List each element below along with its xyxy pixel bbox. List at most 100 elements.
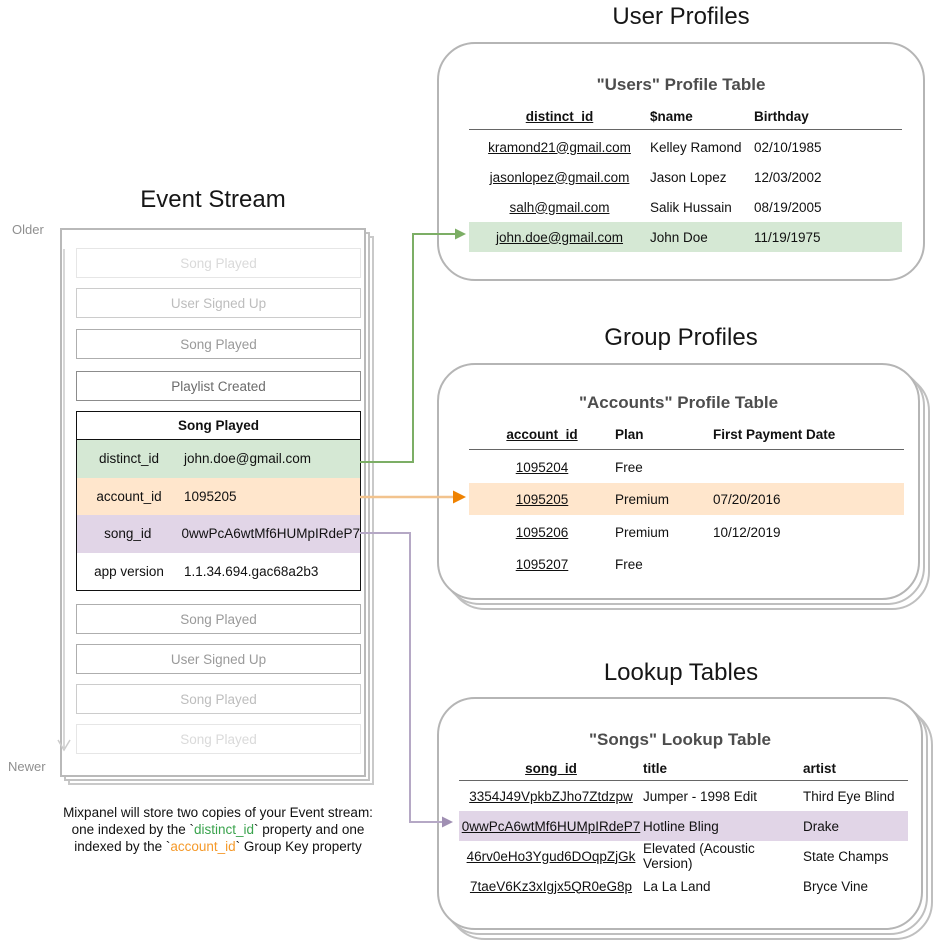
cell-song-id: 7taeV6Kz3xIgjx5QR0eG8p — [469, 878, 633, 894]
cell-artist: Bryce Vine — [803, 878, 869, 894]
property-value: 1.1.34.694.gac68a2b3 — [184, 563, 319, 579]
cell-plan: Free — [615, 556, 643, 572]
expanded-event-card: Song Played distinct_id john.doe@gmail.c… — [76, 411, 361, 591]
group-profiles-title: Group Profiles — [604, 324, 758, 351]
event-label: Song Played — [180, 691, 257, 707]
caption-code-distinct-id: distinct_id — [193, 822, 255, 837]
header-divider — [469, 129, 902, 130]
accounts-table-header: account_id Plan First Payment Date — [469, 424, 904, 444]
caption-text: one indexed by the ` — [71, 822, 194, 837]
event-row: Playlist Created — [76, 371, 361, 401]
cell-song-id: 46rv0eHo3Ygud6DOqpZjGk — [466, 848, 636, 864]
table-row: 3354J49VpkbZJho7Ztdzpw Jumper - 1998 Edi… — [459, 781, 908, 811]
cell-birthday: 11/19/1975 — [754, 229, 821, 245]
cell-birthday: 02/10/1985 — [754, 139, 822, 155]
older-label: Older — [12, 222, 44, 237]
table-row: 7taeV6Kz3xIgjx5QR0eG8p La La Land Bryce … — [459, 871, 908, 901]
column-header-first-payment: First Payment Date — [713, 426, 836, 442]
event-label: Playlist Created — [171, 378, 266, 394]
event-row: Song Played — [76, 684, 361, 714]
column-header-distinct-id: distinct_id — [525, 108, 594, 124]
cell-song-id: 3354J49VpkbZJho7Ztdzpw — [469, 788, 633, 804]
event-row: User Signed Up — [76, 644, 361, 674]
column-header-account-id: account_id — [506, 426, 578, 442]
table-row: 1095204 Free — [469, 451, 904, 483]
cell-first-payment: 07/20/2016 — [713, 491, 781, 507]
cell-artist: State Champs — [803, 848, 889, 864]
event-property-distinct-id: distinct_id john.doe@gmail.com — [77, 440, 360, 478]
header-divider — [459, 780, 908, 781]
expanded-event-name: Song Played — [77, 412, 360, 440]
column-header-song-id: song_id — [525, 760, 577, 776]
property-value: 1095205 — [184, 488, 237, 504]
caption-text: ` property and one — [254, 822, 365, 837]
caption-line: one indexed by the `distinct_id` propert… — [38, 821, 398, 838]
cell-birthday: 08/19/2005 — [754, 199, 822, 215]
cell-distinct-id: john.doe@gmail.com — [495, 229, 624, 245]
event-stream-title: Event Stream — [140, 186, 286, 213]
property-key: song_id — [104, 526, 152, 542]
event-property-song-id: song_id 0wwPcA6wtMf6HUMpIRdeP7 — [77, 515, 360, 553]
cell-name: Salik Hussain — [650, 199, 732, 215]
cell-name: Kelley Ramond — [650, 139, 742, 155]
table-row: 1095207 Free — [469, 548, 904, 580]
user-profiles-card: "Users" Profile Table distinct_id $name … — [437, 42, 925, 281]
caption-text: Mixpanel will store two copies of your E… — [63, 805, 373, 820]
lookup-tables-card: "Songs" Lookup Table song_id title artis… — [437, 697, 923, 930]
songs-table-title: "Songs" Lookup Table — [588, 730, 772, 749]
users-table-title: "Users" Profile Table — [596, 75, 766, 94]
newer-label: Newer — [8, 759, 46, 774]
caption-line: Mixpanel will store two copies of your E… — [38, 804, 398, 821]
event-label: User Signed Up — [170, 651, 267, 667]
cell-account-id: 1095205 — [515, 491, 569, 507]
cell-first-payment: 10/12/2019 — [713, 524, 781, 540]
group-profiles-card: "Accounts" Profile Table account_id Plan… — [437, 363, 920, 600]
table-row: jasonlopez@gmail.com Jason Lopez 12/03/2… — [469, 162, 902, 192]
table-row: 1095206 Premium 10/12/2019 — [469, 516, 904, 548]
property-value: john.doe@gmail.com — [184, 451, 312, 467]
users-table-header: distinct_id $name Birthday — [469, 106, 902, 126]
event-label: Song Played — [180, 336, 257, 352]
cell-account-id: 1095207 — [515, 556, 569, 572]
event-label: Song Played — [180, 731, 257, 747]
footnote-caption: Mixpanel will store two copies of your E… — [38, 804, 398, 855]
cell-name: Jason Lopez — [650, 169, 727, 185]
caption-code-account-id: account_id — [170, 839, 236, 854]
column-header-title: title — [643, 760, 668, 776]
table-row: kramond21@gmail.com Kelley Ramond 02/10/… — [469, 132, 902, 162]
event-label: Song Played — [180, 255, 257, 271]
user-profiles-title: User Profiles — [612, 3, 750, 30]
table-row-highlighted: john.doe@gmail.com John Doe 11/19/1975 — [469, 222, 902, 252]
table-row: 46rv0eHo3Ygud6DOqpZjGk Elevated (Acousti… — [459, 841, 908, 871]
table-row-highlighted: 1095205 Premium 07/20/2016 — [469, 483, 904, 515]
event-stream-container: Song Played User Signed Up Song Played P… — [60, 228, 366, 777]
cell-title: Jumper - 1998 Edit — [643, 788, 758, 804]
column-header-birthday: Birthday — [754, 108, 809, 124]
cell-distinct-id: kramond21@gmail.com — [488, 139, 631, 155]
table-row-highlighted: 0wwPcA6wtMf6HUMpIRdeP7 Hotline Bling Dra… — [459, 811, 908, 841]
column-header-name: $name — [650, 108, 693, 124]
cell-plan: Premium — [615, 524, 670, 540]
event-row: Song Played — [76, 329, 361, 359]
cell-artist: Drake — [803, 818, 840, 834]
event-label: Song Played — [180, 611, 257, 627]
cell-artist: Third Eye Blind — [803, 788, 895, 804]
cell-plan: Premium — [615, 491, 670, 507]
cell-title: Hotline Bling — [643, 818, 719, 834]
caption-text: ` Group Key property — [235, 839, 362, 854]
column-header-artist: artist — [803, 760, 837, 776]
property-value: 0wwPcA6wtMf6HUMpIRdeP7 — [181, 526, 360, 542]
caption-line: indexed by the `account_id` Group Key pr… — [38, 838, 398, 855]
caption-text: indexed by the ` — [74, 839, 171, 854]
property-key: app version — [94, 563, 164, 579]
cell-plan: Free — [615, 459, 643, 475]
cell-song-id: 0wwPcA6wtMf6HUMpIRdeP7 — [461, 818, 641, 834]
event-row: Song Played — [76, 604, 361, 634]
event-property-account-id: account_id 1095205 — [77, 477, 360, 515]
cell-distinct-id: jasonlopez@gmail.com — [489, 169, 630, 185]
property-key: distinct_id — [98, 451, 160, 467]
cell-title: Elevated (Acoustic Version) — [643, 841, 755, 871]
songs-table-header: song_id title artist — [459, 758, 908, 778]
event-row: Song Played — [76, 724, 361, 754]
